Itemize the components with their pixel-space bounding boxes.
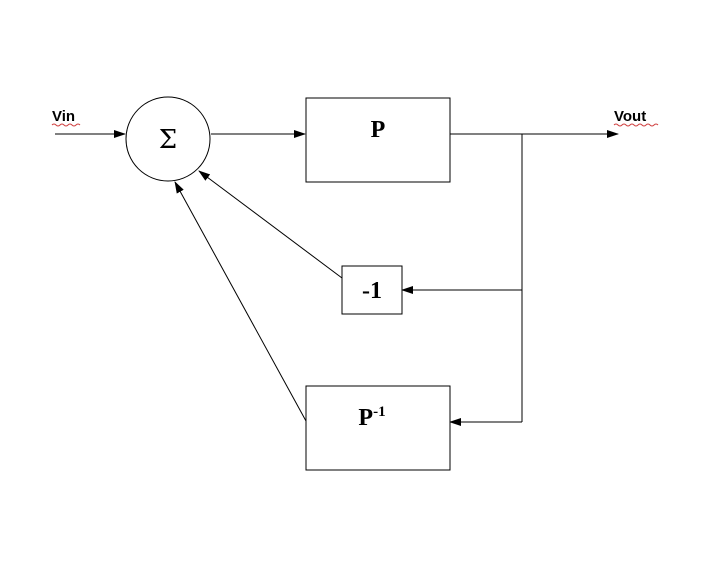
inverse-label-base: P (358, 405, 373, 431)
summing-junction (125, 96, 211, 182)
output-label-underline (613, 123, 659, 127)
negate-block (341, 265, 403, 315)
inverse-label-superscript: -1 (373, 404, 386, 420)
input-label-underline (51, 123, 81, 127)
inverse-block (305, 385, 451, 471)
negate-label: -1 (362, 278, 382, 304)
plant-label: P (371, 117, 386, 143)
inverse-to-summer-arrow (174, 181, 307, 422)
inverse-label: P-1 (358, 404, 385, 431)
input-label: Vin (52, 108, 75, 125)
negate-to-summer-arrow (198, 170, 343, 279)
output-label: Vout (614, 108, 646, 125)
sigma-symbol: Σ (159, 125, 177, 155)
plant-block (305, 97, 451, 183)
